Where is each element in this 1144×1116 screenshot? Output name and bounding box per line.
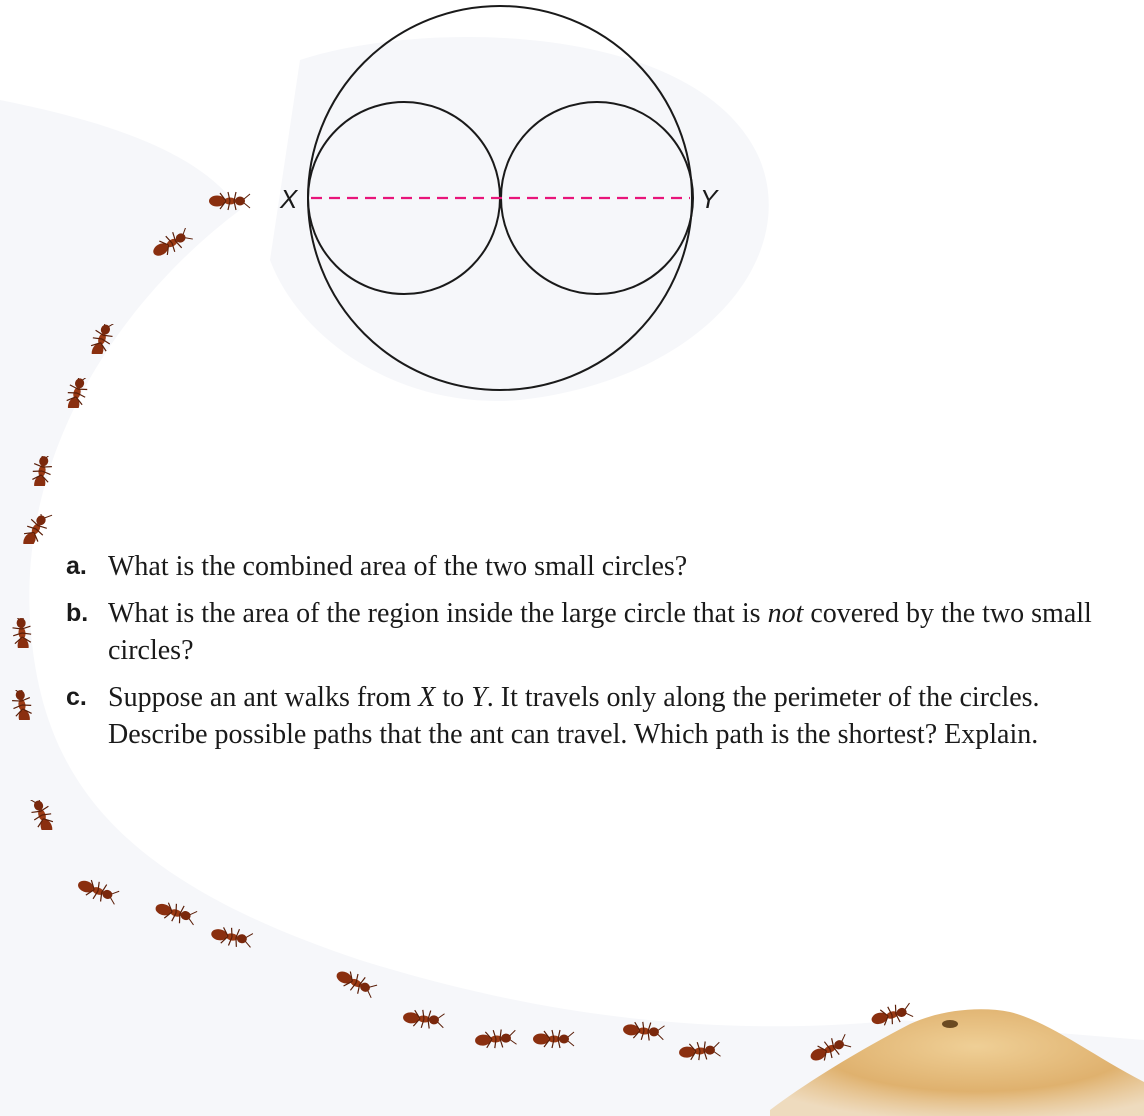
question-c-var-y: Y (471, 682, 487, 713)
ant-icon (474, 1027, 518, 1051)
question-c-text-3: . It travels only along the perimeter of… (108, 682, 1040, 750)
question-c-text-2: to (435, 682, 472, 713)
ant-icon (210, 923, 254, 950)
question-a-text: What is the combined area of the two sma… (108, 551, 688, 582)
ant-icon (85, 324, 118, 354)
question-a: a. What is the combined area of the two … (66, 548, 1106, 585)
ant-icon (402, 1007, 446, 1031)
question-b-text-start: What is the area of the region inside th… (108, 598, 768, 629)
ant-icon (532, 1029, 575, 1049)
ant-icon (76, 876, 120, 906)
ant-icon (622, 1019, 666, 1043)
question-b-emphasis: not (767, 598, 804, 629)
question-c-letter: c. (66, 683, 87, 711)
question-c: c. Suppose an ant walks from X to Y. It … (66, 679, 1106, 753)
ant-icon (62, 378, 92, 408)
question-b: b. What is the area of the region inside… (66, 595, 1106, 669)
point-x-label: X (279, 184, 299, 214)
ant-icon (17, 514, 55, 544)
sand-mound-illustration (770, 1009, 1144, 1116)
ant-icon (10, 618, 34, 648)
question-a-letter: a. (66, 552, 87, 580)
ant-icon (26, 800, 59, 830)
ant-icon (154, 898, 198, 928)
ant-icon (208, 191, 251, 211)
ant-icon (150, 228, 194, 258)
ant-icon (28, 456, 55, 486)
question-c-var-x: X (418, 682, 436, 713)
ant-icon (678, 1039, 722, 1063)
question-b-letter: b. (66, 599, 89, 627)
point-y-label: Y (700, 184, 719, 214)
ant-icon (9, 690, 36, 720)
question-b-text-end: covered by the two small circles? (108, 598, 1092, 666)
ant-icon (334, 968, 378, 998)
questions-list: a. What is the combined area of the two … (66, 548, 1106, 763)
question-c-text-1: Suppose an ant walks from (108, 682, 419, 713)
circles-diagram: X Y (279, 5, 719, 391)
